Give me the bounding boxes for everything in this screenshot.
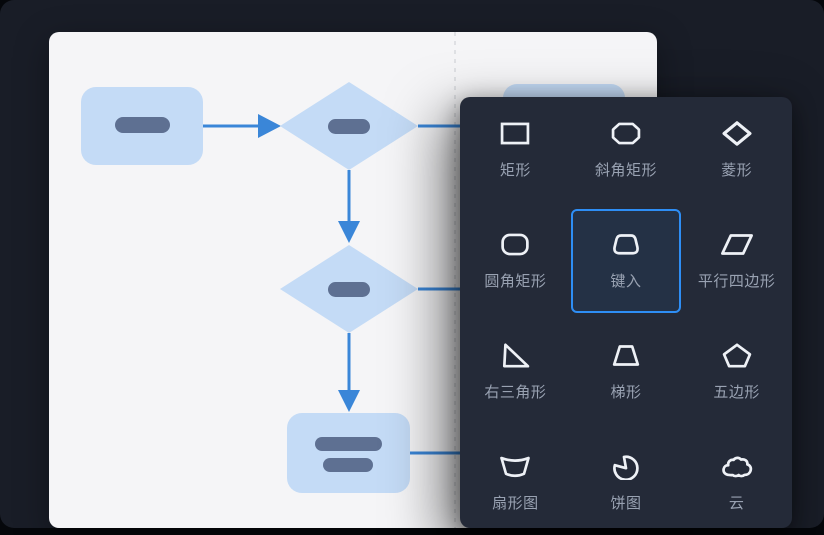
cloud-icon xyxy=(720,451,754,481)
rounded-rectangle-icon xyxy=(498,229,532,259)
shape-cell-rounded-rectangle[interactable]: 圆角矩形 xyxy=(460,209,571,313)
flow-node-result[interactable] xyxy=(287,413,410,493)
shape-label: 矩形 xyxy=(499,162,531,179)
shape-label: 右三角形 xyxy=(484,384,547,401)
shape-picker-panel: 矩形 斜角矩形 菱形 圆角矩形 xyxy=(460,97,792,528)
pentagon-icon xyxy=(720,340,754,370)
flow-node-start-text-bar xyxy=(115,117,170,133)
shape-cell-right-triangle[interactable]: 右三角形 xyxy=(460,320,571,424)
flow-node-decision2-text-bar xyxy=(328,282,370,297)
right-triangle-icon xyxy=(498,340,532,370)
arrowhead-decision2 xyxy=(338,221,360,243)
manual-input-icon xyxy=(609,229,643,259)
shape-cell-manual-input[interactable]: 键入 xyxy=(570,209,682,313)
shape-label: 饼图 xyxy=(610,495,642,512)
shape-cell-parallelogram[interactable]: 平行四边形 xyxy=(681,209,792,313)
shape-label: 梯形 xyxy=(610,384,642,401)
shape-label: 菱形 xyxy=(721,162,753,179)
shape-label: 五边形 xyxy=(713,384,760,401)
shape-label: 云 xyxy=(728,495,745,512)
shape-label: 斜角矩形 xyxy=(594,162,657,179)
shape-cell-cloud[interactable]: 云 xyxy=(681,431,792,535)
flow-node-decision1-text-bar xyxy=(328,119,370,134)
flow-node-result-text-bar-2 xyxy=(323,458,373,472)
arrowhead-result xyxy=(338,390,360,412)
shape-grid: 矩形 斜角矩形 菱形 圆角矩形 xyxy=(460,98,792,535)
shape-label: 圆角矩形 xyxy=(484,273,547,290)
shape-label: 键入 xyxy=(610,273,642,290)
parallelogram-icon xyxy=(720,229,754,259)
shape-label: 平行四边形 xyxy=(697,273,776,290)
shape-label: 扇形图 xyxy=(492,495,539,512)
rectangle-icon xyxy=(498,118,532,148)
shape-cell-beveled-rectangle[interactable]: 斜角矩形 xyxy=(571,98,682,202)
shape-cell-fan-chart[interactable]: 扇形图 xyxy=(460,431,571,535)
shape-cell-rectangle[interactable]: 矩形 xyxy=(460,98,571,202)
shape-cell-pentagon[interactable]: 五边形 xyxy=(681,320,792,424)
pie-icon xyxy=(609,451,643,481)
shape-cell-pie-chart[interactable]: 饼图 xyxy=(571,431,682,535)
flow-node-result-text-bar-1 xyxy=(315,437,382,451)
diamond-icon xyxy=(720,118,754,148)
fan-icon xyxy=(498,451,532,481)
shape-cell-trapezoid[interactable]: 梯形 xyxy=(571,320,682,424)
trapezoid-icon xyxy=(609,340,643,370)
arrowhead-decision1 xyxy=(258,114,281,138)
shape-cell-diamond[interactable]: 菱形 xyxy=(681,98,792,202)
beveled-rectangle-icon xyxy=(609,118,643,148)
